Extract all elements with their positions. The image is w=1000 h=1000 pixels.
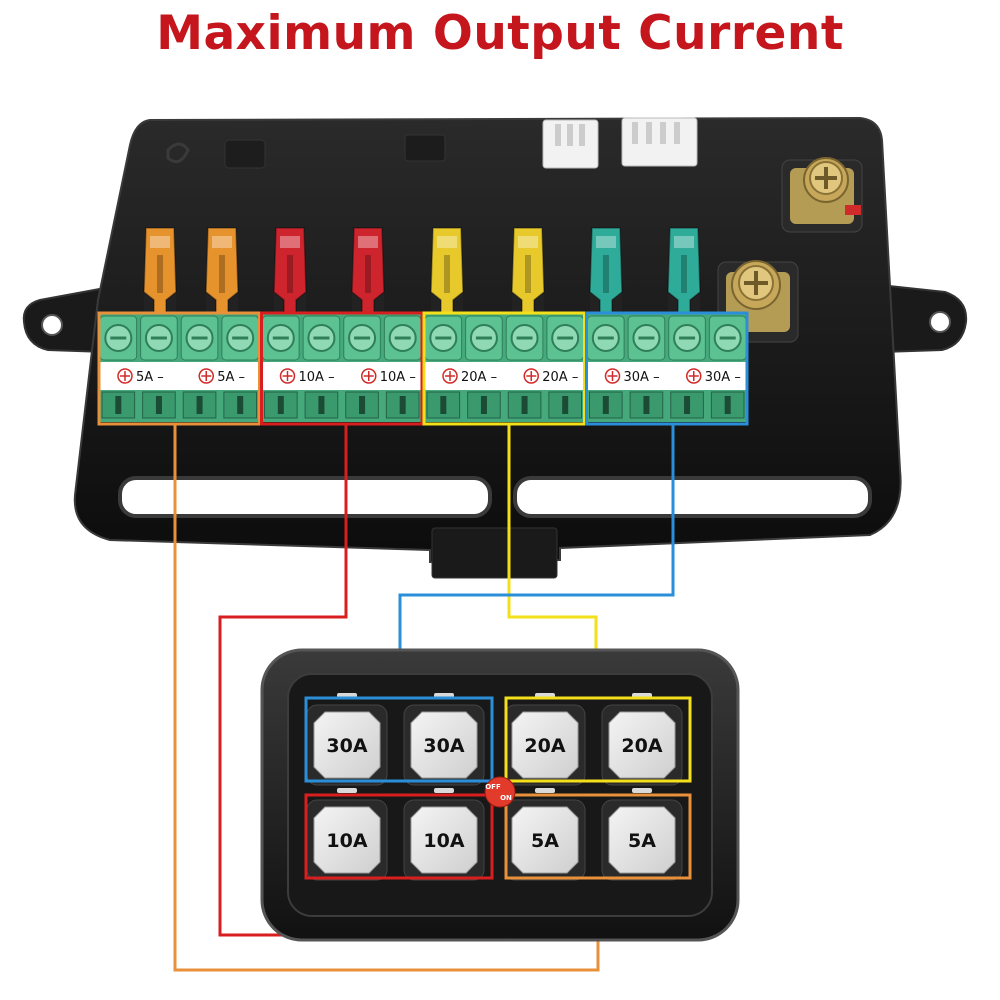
terminal-rating: 30A –: [705, 370, 741, 385]
terminal-label: 5A –: [198, 368, 245, 385]
switch-keys: 30A 30A 20A 20A 10A 10A 5A 5A: [306, 693, 683, 881]
plus-icon: [198, 368, 214, 384]
plus-icon: [686, 368, 702, 384]
terminal-group-outline: [422, 311, 586, 426]
logo-recess: [224, 139, 266, 169]
connector-4pin: [621, 117, 698, 167]
switch-key[interactable]: 30A: [403, 693, 485, 786]
terminal-label: 20A –: [442, 368, 497, 385]
switch-group-outline: [504, 793, 692, 880]
terminal-group-outline: [97, 311, 261, 426]
toggle-on-label: ON: [500, 794, 512, 802]
plus-icon: [117, 368, 133, 384]
switch-key[interactable]: 5A: [601, 788, 683, 881]
fuse: [143, 227, 177, 319]
terminal-rating: 30A –: [624, 370, 660, 385]
fuse: [589, 227, 623, 319]
terminal-rating: 5A –: [136, 370, 164, 385]
switch-key[interactable]: 30A: [306, 693, 388, 786]
switch-key-label: 20A: [621, 735, 662, 757]
terminal-label: 20A –: [523, 368, 578, 385]
fuse: [205, 227, 239, 319]
terminal-rating: 10A –: [299, 370, 335, 385]
switch-key-label: 5A: [531, 830, 559, 852]
switch-key-label: 5A: [628, 830, 656, 852]
terminal-group-outline: [260, 311, 424, 426]
terminal-label: 10A –: [361, 368, 416, 385]
toggle-button[interactable]: [484, 776, 516, 808]
right-mount-ear: [879, 283, 968, 354]
fuse: [430, 227, 464, 319]
fuse: [273, 227, 307, 319]
plus-icon: [279, 368, 296, 384]
left-mount-hole: [41, 314, 63, 336]
terminal-label: 30A –: [604, 368, 660, 385]
bottom-slot-right: [513, 476, 872, 518]
switch-key[interactable]: 10A: [306, 788, 388, 881]
switch-key-label: 30A: [423, 735, 464, 757]
right-mount-hole: [929, 311, 951, 333]
switch-key-label: 20A: [524, 735, 565, 757]
terminal-label: 5A –: [117, 368, 164, 385]
on-off-toggle[interactable]: OFF ON: [484, 776, 516, 808]
fuse: [511, 227, 545, 319]
terminal-group-outlines: [97, 311, 749, 426]
fuse: [351, 227, 385, 319]
connector-3pin: [542, 119, 599, 169]
wire-blue: [398, 425, 675, 700]
switch-group-outlines: [304, 696, 692, 880]
page-title: Maximum Output Current: [156, 6, 844, 61]
bottom-slot-left: [118, 476, 492, 518]
fuse: [667, 227, 701, 319]
plus-icon: [604, 368, 621, 384]
toggle-off-label: OFF: [485, 783, 501, 791]
switch-key[interactable]: 10A: [403, 788, 485, 881]
switch-key-label: 10A: [423, 830, 464, 852]
terminal-group-outline: [585, 311, 749, 426]
terminal-label: 30A –: [686, 368, 741, 385]
terminal-rating: 20A –: [461, 370, 497, 385]
switch-key-label: 10A: [326, 830, 367, 852]
plus-icon: [523, 368, 539, 384]
top-recess: [404, 134, 446, 162]
switch-group-outline: [304, 793, 494, 880]
switch-key[interactable]: 20A: [504, 693, 586, 786]
switch-key[interactable]: 20A: [601, 693, 683, 786]
left-mount-ear: [22, 286, 106, 354]
terminal-rating: 20A –: [542, 370, 578, 385]
terminal-label: 10A –: [279, 368, 335, 385]
power-stud-top: [781, 157, 863, 233]
terminal-rating: 10A –: [380, 370, 416, 385]
terminal-rating: 5A –: [217, 370, 245, 385]
switch-key-label: 30A: [326, 735, 367, 757]
switch-key[interactable]: 5A: [504, 788, 586, 881]
plus-icon: [361, 368, 377, 384]
logo-mark: [166, 142, 190, 164]
plus-icon: [442, 368, 458, 384]
switch-group-outline: [504, 696, 692, 783]
switch-group-outline: [304, 696, 494, 783]
bottom-tab: [431, 527, 558, 579]
